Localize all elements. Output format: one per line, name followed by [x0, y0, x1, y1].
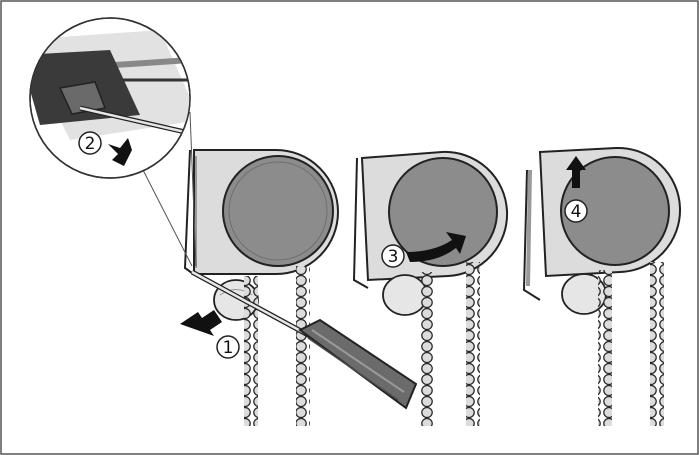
panel-step-1: 1 [180, 149, 418, 426]
step-marker [216, 335, 240, 359]
bead-chain-icon [296, 266, 310, 426]
step-label-3: 3 [388, 247, 399, 267]
step-label-2: 2 [85, 134, 96, 154]
arrow-icon [180, 310, 222, 336]
roller-disc [560, 156, 670, 266]
arrow-icon [566, 156, 586, 188]
step-marker [78, 131, 102, 155]
roller-disc [388, 157, 498, 267]
step-label-4: 4 [571, 202, 582, 222]
bead-chain-icon [244, 276, 258, 426]
arrow-icon [406, 232, 466, 262]
bead-chain-icon [466, 262, 480, 426]
bead-chain-icon [420, 272, 434, 426]
arrow-icon [108, 138, 132, 166]
roller-disc [222, 155, 334, 267]
panel-step-4: 4 [522, 146, 681, 426]
bead-chain-icon [598, 270, 612, 426]
screwdriver-icon [190, 269, 418, 410]
magnified-detail: 2 [29, 17, 191, 179]
bead-chain-icon [650, 262, 664, 426]
step-label-1: 1 [223, 338, 234, 358]
step-marker [381, 244, 405, 268]
panel-step-3: 3 [352, 150, 508, 426]
step-marker [564, 199, 588, 223]
